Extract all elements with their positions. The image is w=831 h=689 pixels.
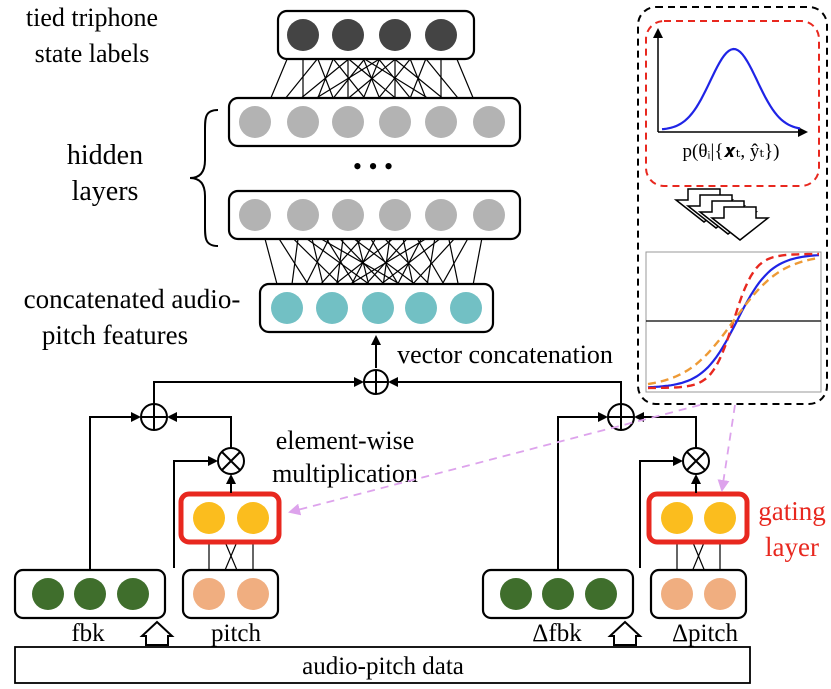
- gating-right-node-1: [661, 502, 693, 534]
- delta-pitch-label: Δpitch: [672, 620, 739, 647]
- hidden-label-line1: hidden: [67, 140, 143, 171]
- hidden-bottom-node-6: [473, 199, 505, 231]
- concat-label-line2: pitch features: [42, 320, 188, 350]
- left-to-concat-wire: [153, 377, 364, 404]
- network-nodes: [32, 19, 736, 610]
- plus-sign-right: [608, 404, 634, 430]
- output-node-2: [332, 19, 364, 51]
- hidden-top-node-6: [473, 106, 505, 138]
- dfbk-to-plus-wire: [557, 412, 608, 569]
- output-layer-box: [276, 9, 476, 61]
- gating-label-line1: gating: [758, 496, 826, 526]
- transform-arrows-icon: [673, 188, 771, 241]
- gating-link-arrow-right: [717, 404, 736, 492]
- hidden-top-node-1: [239, 106, 271, 138]
- hidden-top-node-2: [287, 106, 319, 138]
- audio-pitch-data-label: audio-pitch data: [302, 653, 464, 680]
- hidden-bottom-node-5: [425, 199, 457, 231]
- output-label-line2: state labels: [35, 39, 150, 68]
- right-to-concat-wire: [388, 377, 622, 404]
- mult-to-plus-wire-right: [634, 412, 697, 448]
- posterior-formula: p(θᵢ|{𝒙ₜ, ŷₜ}): [683, 141, 780, 162]
- hidden-layers-ellipsis: • • •: [353, 152, 393, 181]
- pitch-node-1: [193, 578, 225, 610]
- gating-label-line2: layer: [765, 532, 819, 562]
- gating-left-node-2: [237, 502, 269, 534]
- plus-sign-left: [141, 404, 167, 430]
- hidden-bottom-node-4: [379, 199, 411, 231]
- hollow-up-arrow-left: [139, 620, 175, 646]
- output-node-1: [287, 19, 319, 51]
- pitch-to-mult-wire-left: [173, 456, 218, 568]
- audio-pitch-data-bar: [14, 646, 751, 684]
- elementwise-label-line1: element-wise: [276, 426, 415, 455]
- elementwise-label-line2: multiplication: [272, 459, 418, 488]
- concat-node-4: [405, 292, 437, 324]
- fbk-node-3: [117, 578, 149, 610]
- delta-fbk-label: Δfbk: [532, 620, 582, 647]
- hidden-bottom-node-2: [287, 199, 319, 231]
- concat-node-1: [271, 292, 303, 324]
- gaussian-curve: [661, 47, 801, 131]
- times-sign-right: [686, 451, 706, 471]
- fbk-node-1: [32, 578, 64, 610]
- hollow-up-arrow-right: [607, 620, 643, 646]
- delta-fbk-node-1: [500, 578, 532, 610]
- hidden-top-node-3: [332, 106, 364, 138]
- hidden-top-node-5: [425, 106, 457, 138]
- concat-node-2: [316, 292, 348, 324]
- delta-fbk-node-3: [585, 578, 617, 610]
- hidden-label-line2: layers: [72, 176, 139, 207]
- delta-pitch-node-2: [704, 578, 736, 610]
- mult-to-plus-wire-left: [167, 412, 232, 448]
- output-label-line1: tied triphone: [26, 3, 158, 32]
- gating-link-arrow-left: [288, 404, 701, 516]
- concat-label-line1: concatenated audio-: [24, 284, 241, 314]
- output-node-4: [425, 19, 457, 51]
- hidden-top-node-4: [379, 106, 411, 138]
- pitch-to-mult-wire-right: [639, 456, 683, 568]
- fbk-label: fbk: [71, 620, 105, 647]
- hidden-bottom-node-3: [332, 199, 364, 231]
- gating-left-node-1: [193, 502, 225, 534]
- vector-concat-label: vector concatenation: [397, 340, 613, 369]
- delta-pitch-node-1: [661, 578, 693, 610]
- posterior-dashed-box: [645, 20, 820, 187]
- pitch-node-2: [237, 578, 269, 610]
- output-node-3: [379, 19, 411, 51]
- hidden-bottom-node-1: [239, 199, 271, 231]
- delta-fbk-node-2: [542, 578, 574, 610]
- times-sign-left: [221, 451, 241, 471]
- sigmoid-curve-orange: [647, 256, 820, 386]
- plus-sign-top: [364, 370, 388, 394]
- fbk-to-plus-wire: [89, 412, 141, 569]
- concat-node-5: [450, 292, 482, 324]
- concat-node-3: [362, 292, 394, 324]
- gating-right-node-2: [704, 502, 736, 534]
- pitch-label: pitch: [211, 620, 261, 647]
- hidden-layers-brace: [189, 109, 219, 247]
- sigmoid-curve-blue: [647, 254, 820, 389]
- fbk-node-2: [74, 578, 106, 610]
- inset-dashed-box: [637, 6, 828, 405]
